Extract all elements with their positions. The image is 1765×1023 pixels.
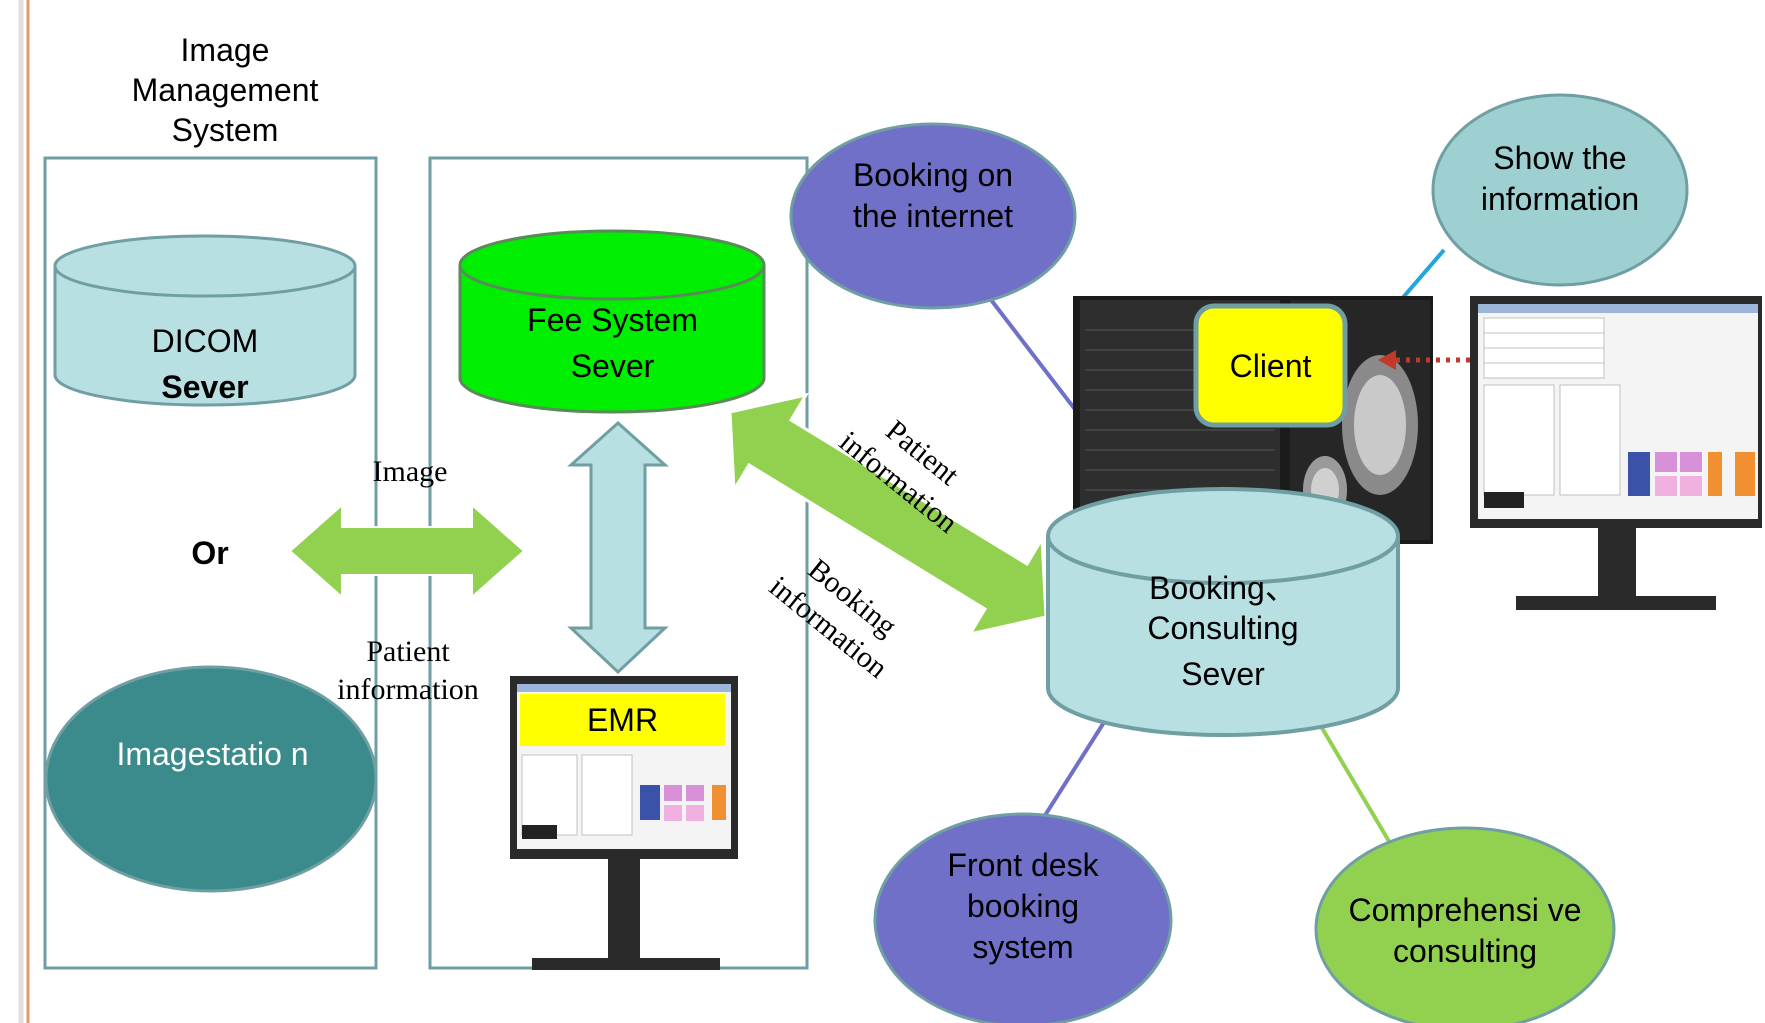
- emr-label: EMR: [586, 702, 659, 738]
- patient-info-left-label: Patient information: [337, 635, 479, 706]
- fee-system-label: Fee System Sever: [527, 302, 698, 384]
- fee-emr-arrow: [567, 420, 669, 675]
- comprehensive-label: Comprehensi ve consulting: [1348, 892, 1582, 969]
- show-info-label: Show the information: [1480, 140, 1640, 217]
- right-monitor: [1470, 296, 1762, 610]
- image-exchange-arrow: [288, 502, 526, 600]
- booking-consulting-line3: Sever: [1181, 656, 1265, 692]
- front-desk-label: Front desk booking system: [947, 847, 1099, 965]
- comprehensive-link: [1320, 726, 1392, 845]
- imagestation-node: [44, 665, 378, 893]
- image-management-title: Image Management System: [131, 32, 319, 148]
- or-label: Or: [191, 535, 229, 571]
- dotted-arrow-head: [1378, 350, 1396, 370]
- dicom-server-db: [53, 234, 357, 407]
- booking-consulting-db: [1046, 487, 1400, 737]
- client-label: Client: [1229, 348, 1312, 384]
- booking-consulting-line1: Booking、: [1149, 570, 1297, 606]
- booking-internet-node: [789, 122, 1077, 310]
- comprehensive-node: [1314, 826, 1616, 1023]
- image-arrow-label: Image: [372, 455, 448, 488]
- booking-consulting-label: Booking、 Consulting Sever: [1088, 568, 1358, 700]
- dicom-label-line2: Sever: [161, 369, 249, 405]
- booking-internet-label: Booking on the internet: [852, 157, 1014, 234]
- client-node: [1193, 303, 1348, 428]
- front-desk-node: [873, 812, 1173, 1023]
- fee-system-db: [458, 229, 766, 414]
- show-info-node: [1431, 93, 1689, 287]
- dicom-label-line1: DICOM: [151, 323, 259, 359]
- emr-label-box: [520, 694, 725, 746]
- dicom-label: DICOM Sever: [80, 318, 330, 410]
- booking-consulting-line2: Consulting: [1147, 610, 1299, 646]
- imagestation-label: Imagestatio n: [116, 736, 309, 772]
